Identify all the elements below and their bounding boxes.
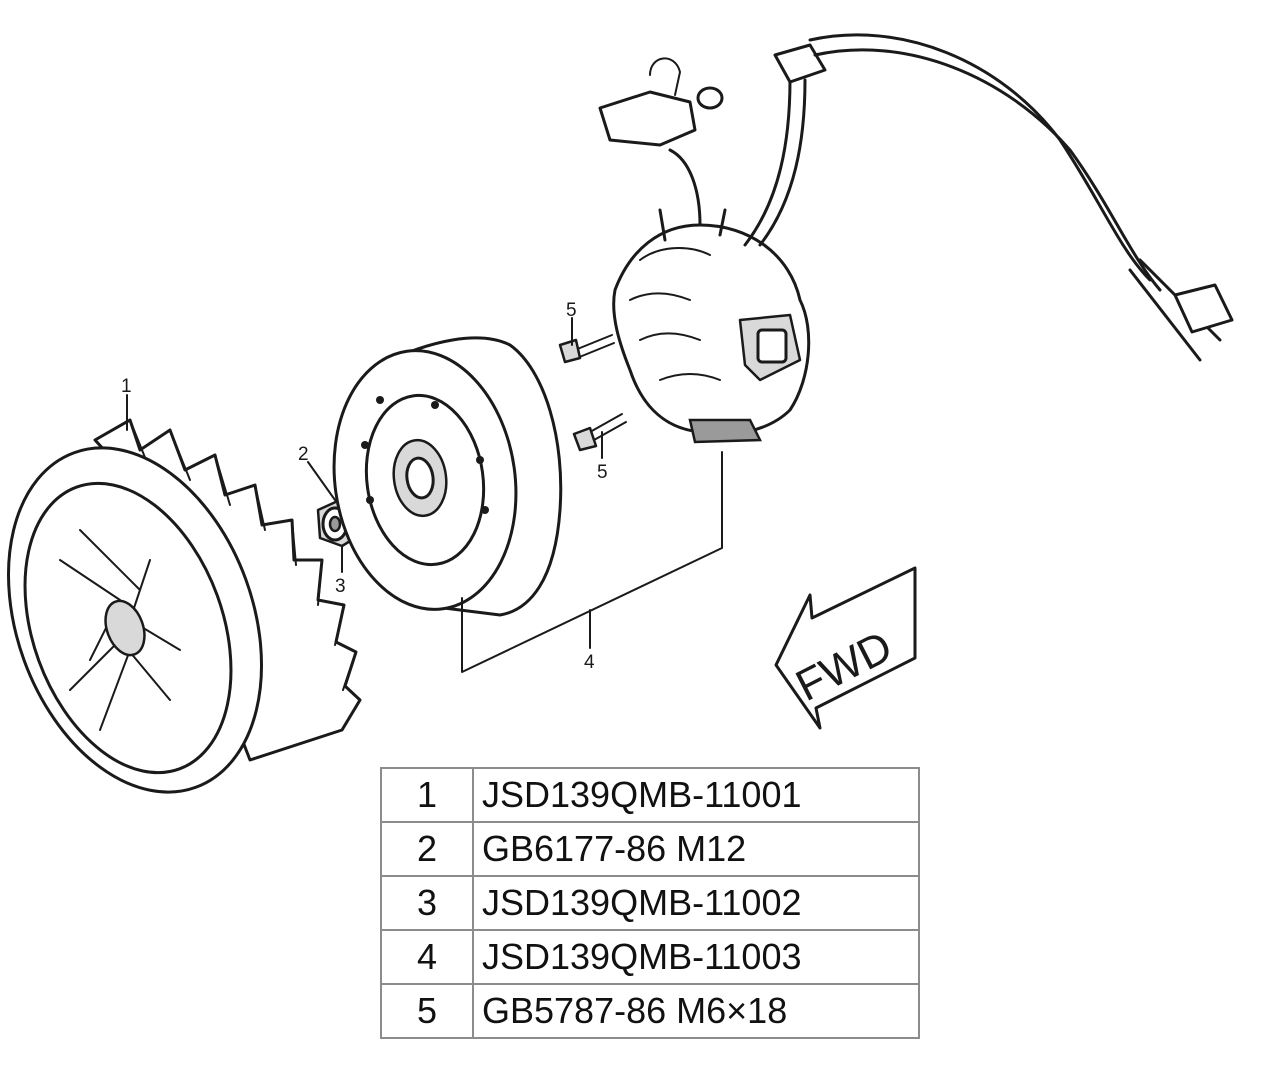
callout-5-upper: 5 <box>566 300 577 321</box>
bolt-upper <box>558 334 615 364</box>
part-number-cell: 2 <box>380 821 474 877</box>
part-code-cell: JSD139QMB-11002 <box>472 875 920 931</box>
callout-3: 3 <box>335 576 346 597</box>
part-code-cell: GB6177-86 M12 <box>472 821 920 877</box>
bolt-lower <box>572 413 627 452</box>
stator-assembly <box>598 33 1234 444</box>
part-number-cell: 3 <box>380 875 474 931</box>
part-number-cell: 5 <box>380 983 474 1039</box>
part-code-cell: JSD139QMB-11001 <box>472 767 920 823</box>
flywheel-rotor <box>332 336 563 617</box>
forward-direction-arrow: FWD <box>774 566 917 730</box>
callout-5-lower: 5 <box>597 462 608 483</box>
callout-1: 1 <box>121 376 132 397</box>
callout-2: 2 <box>298 444 309 465</box>
leader-lines <box>126 317 723 673</box>
part-number-cell: 1 <box>380 767 474 823</box>
part-code-cell: JSD139QMB-11003 <box>472 929 920 985</box>
callout-4: 4 <box>584 652 595 673</box>
part-code-cell: GB5787-86 M6×18 <box>472 983 920 1039</box>
cooling-fan <box>7 418 362 794</box>
part-number-cell: 4 <box>380 929 474 985</box>
